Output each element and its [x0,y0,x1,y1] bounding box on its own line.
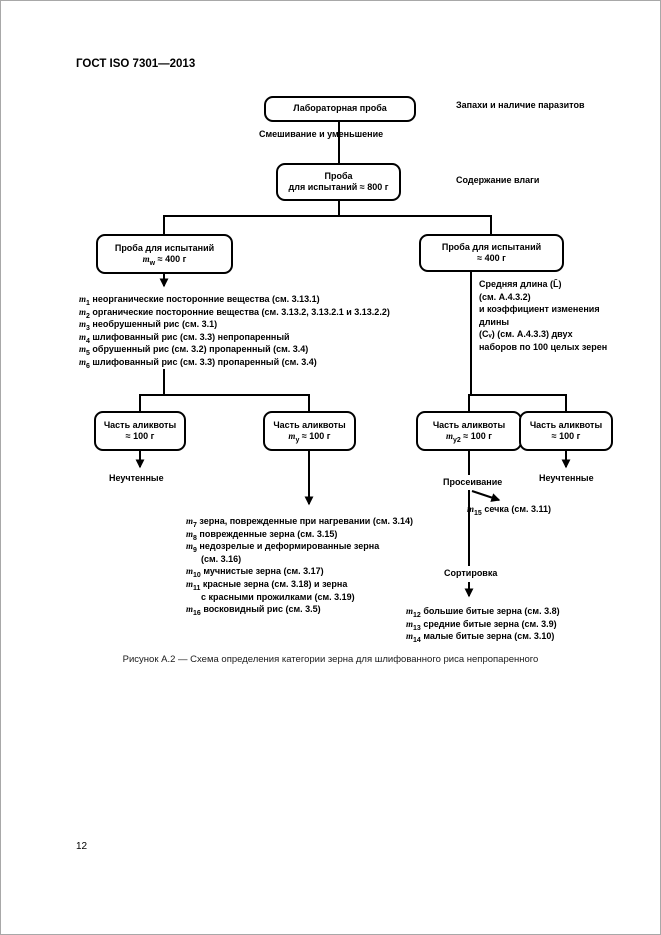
length-note-line: Средняя длина (L̄) [479,279,562,289]
test-sample-400-right-box: Проба для испытаний ≈ 400 г [419,234,564,272]
chips-label: m15 сечка (см. 3.11) [467,504,552,517]
impurities-list-item: m2 органические посторонние вещества (см… [79,306,390,320]
impurities-list-item: m3 необрушенный рис (см. 3.1) [79,319,218,332]
figure-caption: Рисунок А.2 — Схема определения категори… [122,654,539,665]
unaccounted-right-label: Неучтенные [539,473,594,483]
moisture-label: Содержание влаги [456,175,540,185]
impurities-list: m1 неорганические посторонние вещества (… [79,293,390,370]
length-note-line: длины [479,316,510,327]
length-note-line: и коэффициент изменения [479,304,600,315]
broken-list-item: m12 большие битые зерна (см. 3.8) [406,606,560,619]
impurities-list-item: m6 шлифованный рис (см. 3.3) пропаренный… [79,356,317,370]
impurities-list-item: m4 шлифованный рис (см. 3.3) непропаренн… [79,331,290,345]
sieving-label: Просеивание [443,477,503,487]
impurities-list-item: m1 неорганические посторонние вещества (… [79,294,320,307]
length-note-line: наборов по 100 целых зерен [479,341,608,352]
length-note-line: (Cᵥ) (см. А.4.3.3) двух [479,329,573,340]
defect-list-item: m8 поврежденные зерна (см. 3.15) [186,528,338,542]
defect-list-item: (см. 3.16) [201,553,242,564]
aliquot-3-line1: Часть аликвоты [432,419,506,430]
defect-list-item: m16 восковидный рис (см. 3.5) [186,604,321,617]
length-note-line: (см. А.4.3.2) [479,291,531,302]
length-note: Средняя длина (L̄) (см. А.4.3.2) и коэффиц… [479,278,649,354]
test-800-line2: для испытаний ≈ 800 г [288,182,389,192]
broken-list-item: m13 средние битые зерна (см. 3.9) [406,618,557,632]
broken-list-item: m14 малые битые зерна (см. 3.10) [406,631,555,644]
odors-label: Запахи и наличие паразитов [456,100,585,110]
broken-grains-list: m12 большие битые зерна (см. 3.8)m13 сре… [406,605,560,644]
unaccounted-left-label: Неучтенные [109,473,164,483]
test-sample-800-box: Проба для испытаний ≈ 800 г [276,163,401,201]
aliquot-box-1: Часть аликвоты ≈ 100 г [94,411,186,451]
aliquot-box-4: Часть аликвоты ≈ 100 г [519,411,613,451]
aliquot-2-line1: Часть аликвоты [273,419,346,430]
defect-list-item: m9 недозрелые и деформированные зерна [186,541,380,554]
aliquot-1-line1: Часть аликвоты [103,419,177,430]
page-header: ГОСТ ISO 7301—2013 [76,58,196,70]
defect-list-item: с красными прожилками (см. 3.19) [201,591,355,602]
aliquot-3-line2: mу2 ≈ 100 г [445,431,493,444]
defect-grains-list: m7 зерна, поврежденные при нагревании (с… [186,515,413,617]
aliquot-box-3: Часть аликвоты mу2 ≈ 100 г [416,411,522,451]
aliquot-4-line1: Часть аликвоты [529,419,603,430]
sorting-label: Сортировка [444,568,498,578]
defect-list-item: m11 красные зерна (см. 3.18) и зерна [186,578,348,592]
aliquot-4-line2: ≈ 100 г [551,431,581,441]
test-400-left-line1: Проба для испытаний [114,242,215,253]
aliquot-box-2: Часть аликвоты mу ≈ 100 г [263,411,356,451]
lab-sample-box: Лабораторная проба [264,96,416,122]
impurities-list-item: m5 обрушенный рис (см. 3.2) пропаренный … [79,344,309,358]
mixing-label: Смешивание и уменьшение [259,129,384,139]
lab-sample-label: Лабораторная проба [293,103,387,114]
test-400-right-line1: Проба для испытаний [441,241,542,252]
test-400-left-line2: mw ≈ 400 г [142,254,187,267]
aliquot-2-line2: mу ≈ 100 г [288,431,331,444]
test-sample-400-left-box: Проба для испытаний mw ≈ 400 г [96,234,233,274]
test-400-right-line2: ≈ 400 г [477,253,506,263]
test-800-line1: Проба [324,170,353,181]
defect-list-item: m10 мучнистые зерна (см. 3.17) [186,566,324,580]
aliquot-1-line2: ≈ 100 г [125,431,155,441]
defect-list-item: m7 зерна, поврежденные при нагревании (с… [186,516,413,529]
page-number: 12 [76,841,88,852]
